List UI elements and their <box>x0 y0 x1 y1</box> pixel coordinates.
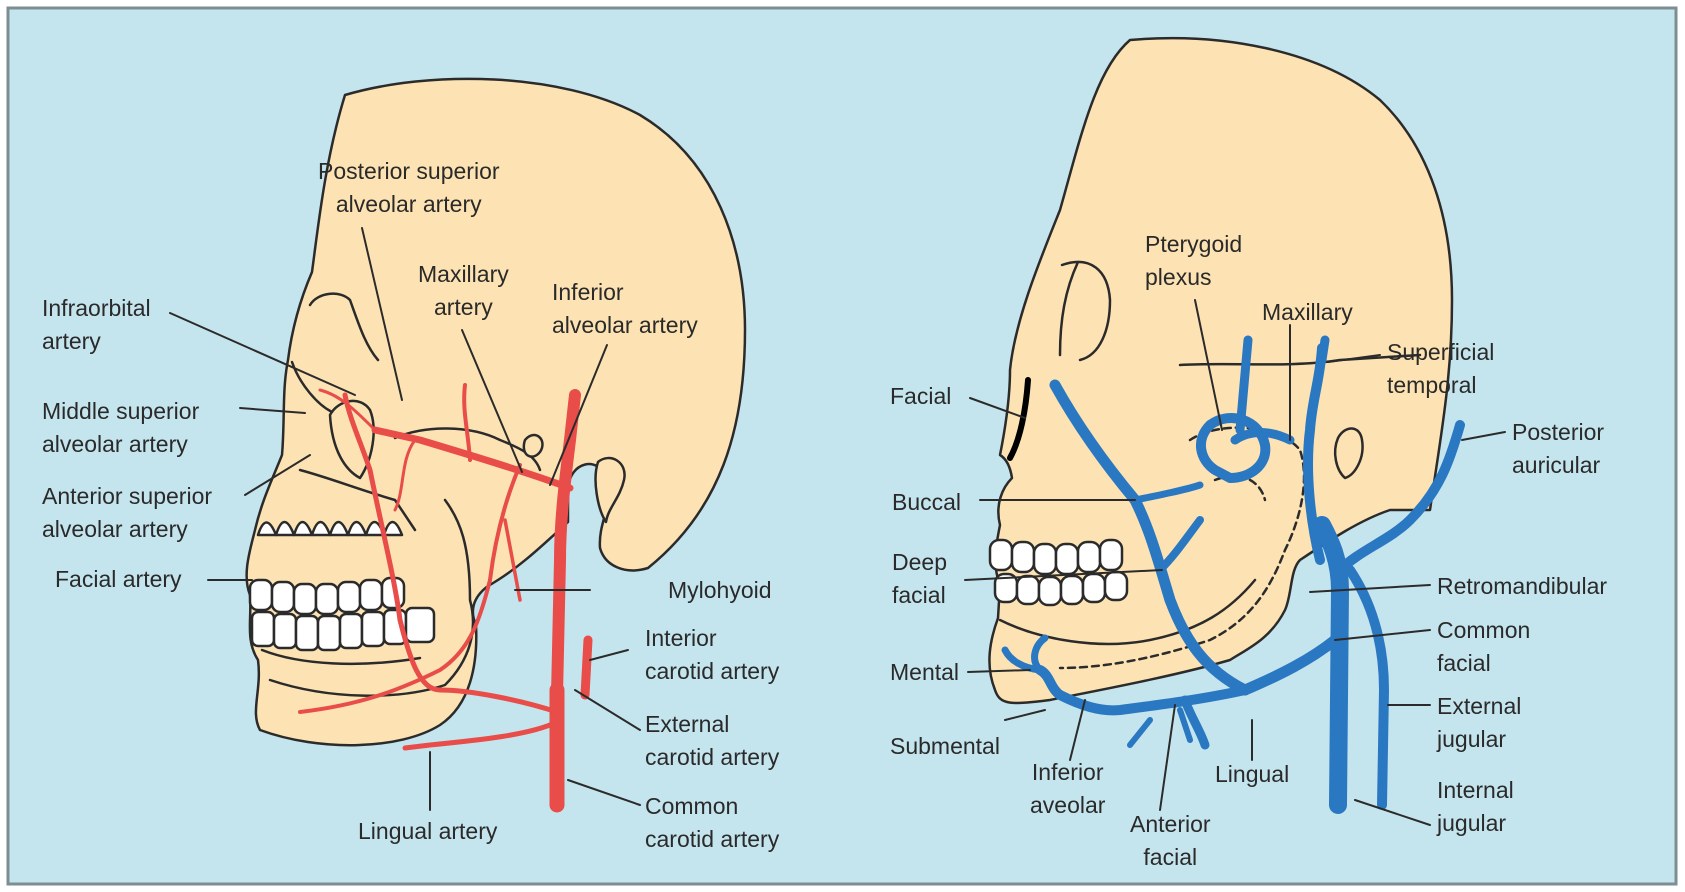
label-interior-carotid-artery: Interior carotid artery <box>645 622 779 688</box>
label-common-carotid-artery: Common carotid artery <box>645 790 779 856</box>
label-inferior-alveolar-artery: Inferior alveolar artery <box>552 276 698 342</box>
label-superficial-temporal: Superficial temporal <box>1387 336 1494 402</box>
label-middle-superior-alveolar-artery: Middle superior alveolar artery <box>42 395 199 461</box>
label-maxillary-artery: Maxillary artery <box>418 258 509 324</box>
label-anterior-superior-alveolar-artery: Anterior superior alveolar artery <box>42 480 212 546</box>
internal-carotid-vessel <box>585 640 588 695</box>
superficial-temporal-vessel <box>1322 340 1325 360</box>
label-maxillary-vein: Maxillary <box>1262 296 1353 329</box>
label-mental: Mental <box>890 656 959 689</box>
label-facial-vein: Facial <box>890 380 951 413</box>
left-styloid <box>524 435 543 457</box>
label-retromandibular: Retromandibular <box>1437 570 1607 603</box>
label-mylohyoid: Mylohyoid <box>668 574 772 607</box>
label-submental: Submental <box>890 730 1000 763</box>
label-infraorbital-artery: Infraorbital artery <box>42 292 151 358</box>
label-lingual-artery: Lingual artery <box>358 815 497 848</box>
label-posterior-auricular: Posterior auricular <box>1512 416 1604 482</box>
label-common-facial: Common facial <box>1437 614 1530 680</box>
label-pterygoid-plexus: Pterygoid plexus <box>1145 228 1242 294</box>
label-external-jugular: External jugular <box>1437 690 1521 756</box>
label-posterior-superior-alveolar-artery: Posterior superior alveolar artery <box>318 155 500 221</box>
label-anterior-facial: Anterior facial <box>1130 808 1211 874</box>
label-internal-jugular: Internal jugular <box>1437 774 1514 840</box>
label-facial-artery: Facial artery <box>55 563 182 596</box>
label-lingual-vein: Lingual <box>1215 758 1289 791</box>
label-external-carotid-artery: External carotid artery <box>645 708 779 774</box>
label-buccal: Buccal <box>892 486 961 519</box>
label-inferior-aveolar: Inferior aveolar <box>1030 756 1105 822</box>
label-deep-facial: Deep facial <box>892 546 947 612</box>
